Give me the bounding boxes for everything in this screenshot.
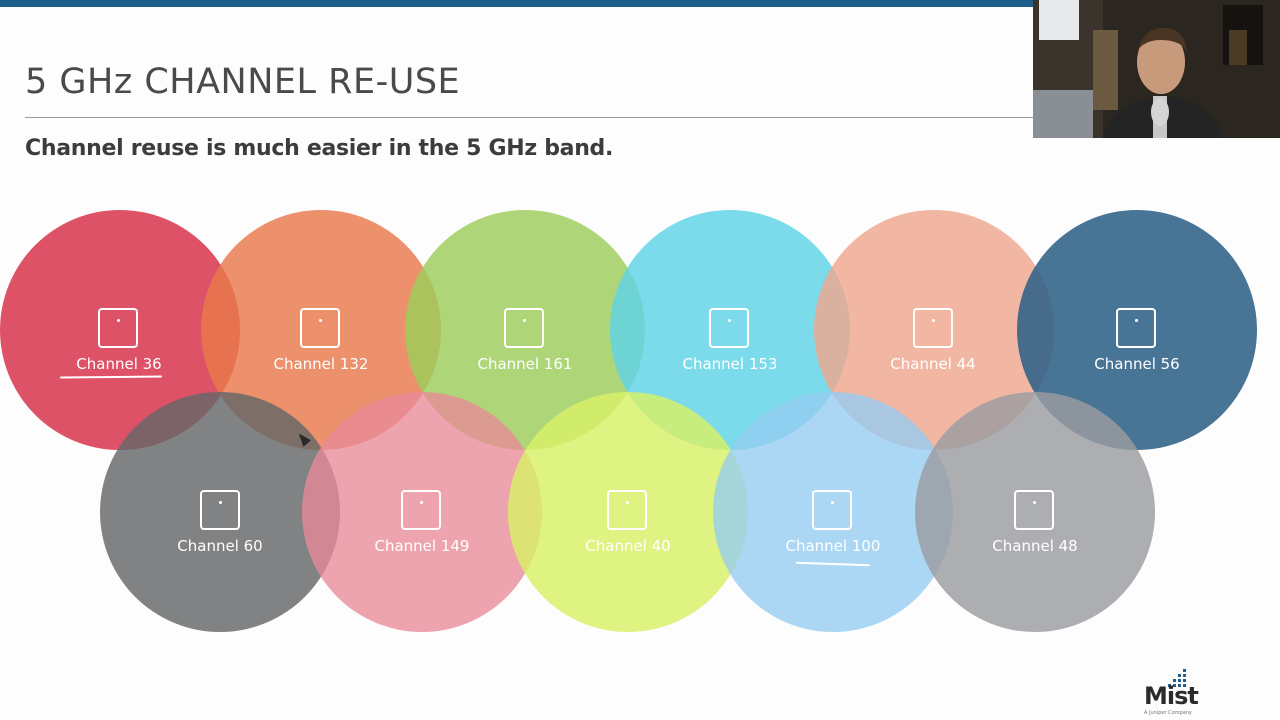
channel-label: Channel 100 [785,537,881,555]
channel-label: Channel 48 [992,537,1078,555]
coverage-circle-channel-149 [302,392,542,632]
channel-label: Channel 153 [682,355,778,373]
access-point-icon [1116,308,1156,348]
slide-title: 5 GHz CHANNEL RE-USE [25,62,461,102]
coverage-circle-channel-60 [100,392,340,632]
channel-label: Channel 132 [273,355,369,373]
channel-label: Channel 40 [585,537,671,555]
mist-logo: Mist A Juniper Company [1140,668,1200,718]
presenter-webcam [1033,0,1280,138]
channel-label: Channel 36 [76,355,162,373]
channel-label: Channel 56 [1094,355,1180,373]
channel-label: Channel 161 [477,355,573,373]
channel-label: Channel 149 [374,537,470,555]
slide-subtitle: Channel reuse is much easier in the 5 GH… [25,136,614,161]
coverage-circle-channel-48 [915,392,1155,632]
channel-label: Channel 44 [890,355,976,373]
access-point-icon [913,308,953,348]
title-divider [25,117,1035,118]
access-point-icon [98,308,138,348]
access-point-icon [300,308,340,348]
access-point-icon [812,490,852,530]
coverage-circle-channel-40 [508,392,748,632]
coverage-circle-channel-100 [713,392,953,632]
access-point-icon [1014,490,1054,530]
access-point-icon [504,308,544,348]
logo-subtext: A Juniper Company [1144,710,1192,716]
access-point-icon [607,490,647,530]
top-accent-bar [0,0,1034,7]
access-point-icon [709,308,749,348]
access-point-icon [200,490,240,530]
access-point-icon [401,490,441,530]
channel-label: Channel 60 [177,537,263,555]
logo-text: Mist [1144,682,1199,710]
